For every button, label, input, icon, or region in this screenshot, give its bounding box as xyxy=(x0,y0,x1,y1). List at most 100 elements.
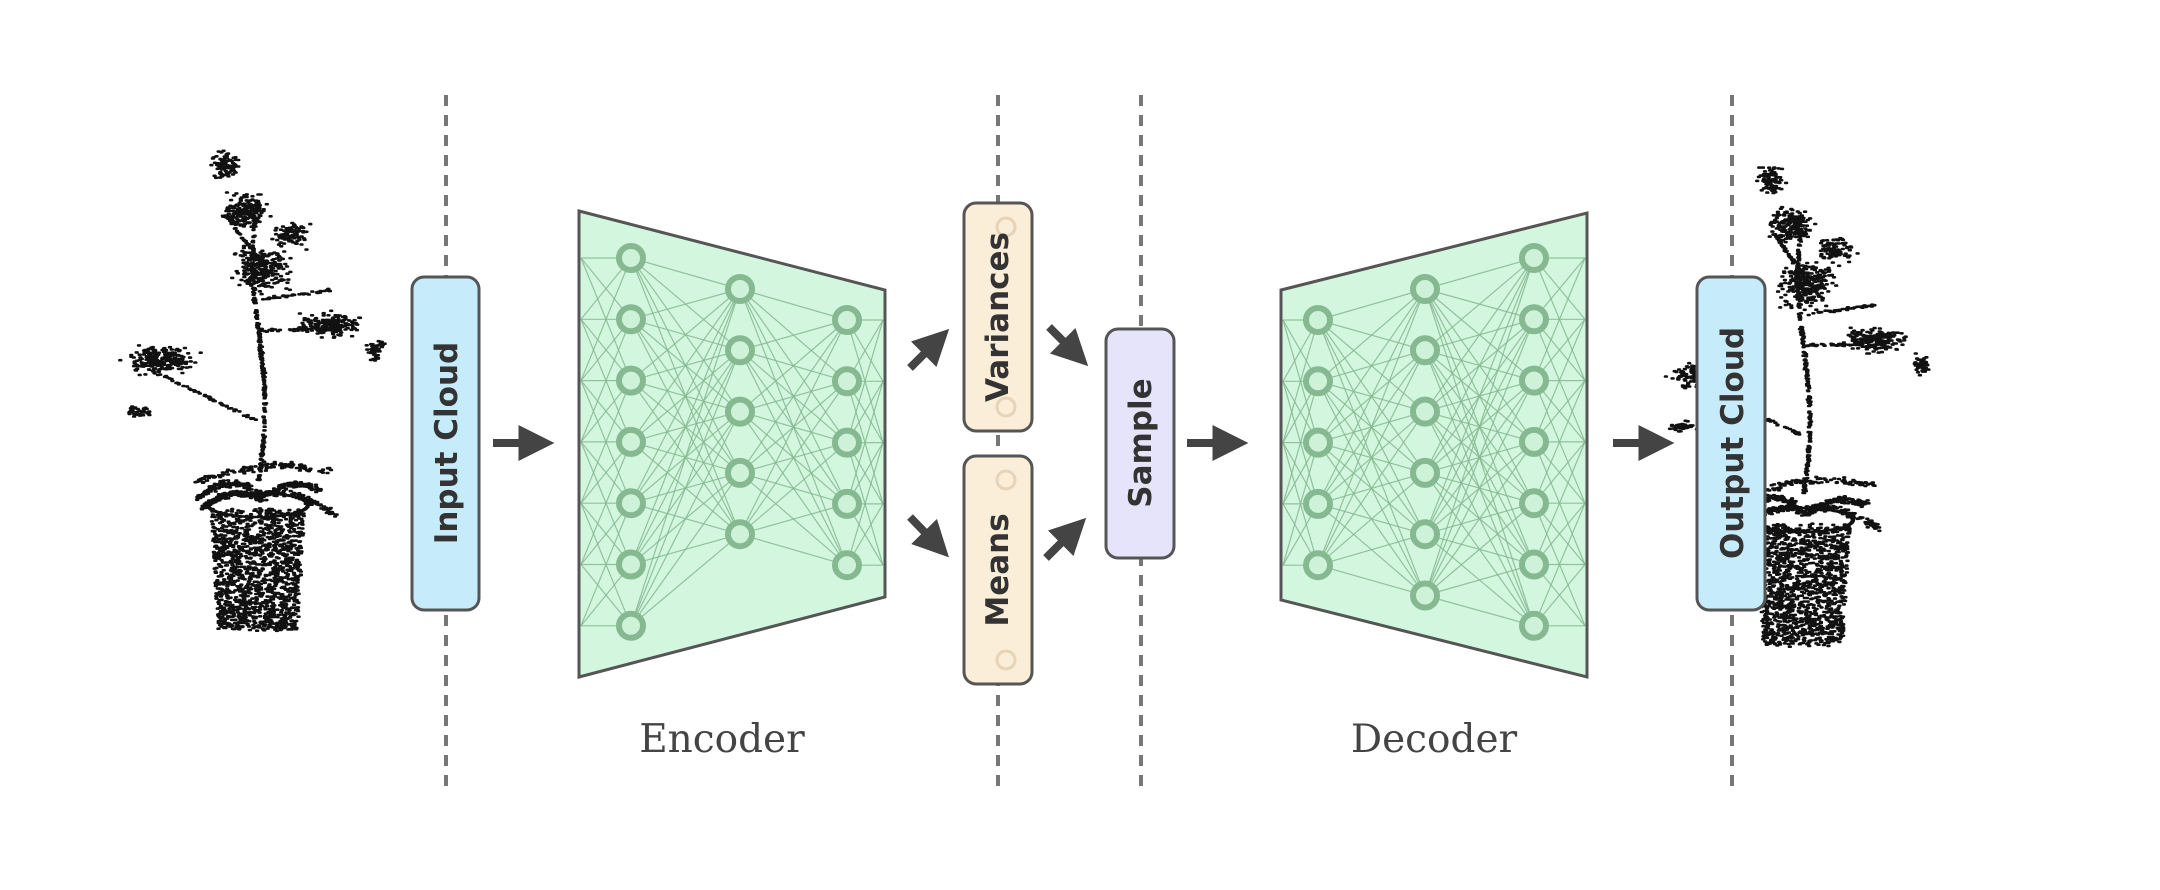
encoder-node-l1-2 xyxy=(616,304,646,335)
decoder-node-l1-1 xyxy=(1303,305,1333,335)
network-connection xyxy=(1424,257,1535,474)
encoder-node-l2-4 xyxy=(725,457,755,488)
encoder-node-l1-7 xyxy=(616,610,646,641)
network-connection xyxy=(1533,380,1586,504)
network-connection xyxy=(739,442,848,535)
network-connection xyxy=(580,380,632,504)
network-connection xyxy=(1317,564,1426,597)
encoder-node-l3-4 xyxy=(832,488,862,519)
encoder-node-l3-3 xyxy=(832,427,862,458)
encoder-node-l2-1 xyxy=(725,274,755,304)
decoder-node-l3-1 xyxy=(1519,243,1549,273)
input-cloud-label: Input Cloud xyxy=(429,342,465,544)
encoder-node-l1-5 xyxy=(616,488,646,519)
encoder-trapezoid xyxy=(577,209,887,679)
network-connection xyxy=(630,288,741,443)
network-connection xyxy=(739,503,848,535)
decoder-node-l3-3 xyxy=(1519,365,1549,396)
network-connection xyxy=(1282,442,1319,566)
network-connection xyxy=(739,319,848,535)
arrow-encoder-to-variances xyxy=(907,328,950,371)
decoder-node-l1-4 xyxy=(1303,488,1333,519)
decoder-node-l3-5 xyxy=(1519,488,1549,519)
decoder-node-l1-2 xyxy=(1303,366,1333,397)
decoder-node-l2-3 xyxy=(1410,396,1440,427)
network-connection xyxy=(1533,502,1586,627)
network-connection xyxy=(1533,257,1586,381)
encoder-node-l1-3 xyxy=(616,365,646,396)
decoder-node-l1-5 xyxy=(1303,550,1333,581)
encoder-node-l3-5 xyxy=(832,550,862,581)
decoder-network xyxy=(1279,211,1589,679)
network-connection xyxy=(630,288,741,320)
decoder-node-l2-1 xyxy=(1410,274,1440,304)
arrow-variances-to-sample xyxy=(1046,324,1089,367)
network-connection xyxy=(739,288,848,321)
network-connection xyxy=(630,288,741,504)
faint-node-icon xyxy=(995,216,1017,238)
network-connection xyxy=(739,380,848,535)
network-connection xyxy=(1424,257,1535,535)
decoder-node-l3-6 xyxy=(1519,549,1549,580)
network-connection xyxy=(846,442,884,566)
decoder-node-l1-3 xyxy=(1303,427,1333,458)
network-connection xyxy=(580,319,632,443)
network-connection xyxy=(1317,411,1426,566)
network-connection xyxy=(1533,319,1586,443)
encoder-caption: Encoder xyxy=(639,717,805,762)
decoder-node-l2-2 xyxy=(1410,335,1440,366)
encoder-node-l2-2 xyxy=(725,335,755,366)
network-connection xyxy=(739,319,848,474)
faint-node-icon xyxy=(995,396,1017,418)
network-connection xyxy=(1424,257,1535,596)
network-connection xyxy=(1317,288,1426,505)
encoder-node-l1-4 xyxy=(616,426,646,457)
network-connection xyxy=(580,502,632,627)
means-label: Means xyxy=(980,513,1016,626)
decoder-node-l2-5 xyxy=(1410,519,1440,550)
network-connection xyxy=(846,319,884,443)
network-connection xyxy=(580,441,632,565)
network-connection xyxy=(739,533,848,566)
network-connection xyxy=(739,319,848,351)
network-connection xyxy=(1424,594,1535,627)
input-cloud-box: Input Cloud xyxy=(410,275,481,612)
encoder-node-l1-1 xyxy=(616,243,646,273)
output-cloud-label: Output Cloud xyxy=(1715,327,1751,559)
network-connection xyxy=(1317,288,1426,382)
encoder-node-l3-2 xyxy=(832,366,862,397)
output-cloud-box: Output Cloud xyxy=(1695,275,1767,612)
encoder-node-l2-5 xyxy=(725,519,755,550)
network-connection xyxy=(739,319,848,413)
variances-box: Variances xyxy=(962,201,1034,433)
sample-box: Sample xyxy=(1104,327,1176,560)
network-connection xyxy=(846,381,884,505)
network-connection xyxy=(1424,441,1535,596)
network-connection xyxy=(630,472,741,627)
network-connection xyxy=(630,288,741,565)
encoder-node-l1-6 xyxy=(616,549,646,580)
network-connection xyxy=(1424,502,1535,596)
network-connection xyxy=(630,411,741,627)
network-connection xyxy=(1424,257,1535,412)
network-connection xyxy=(630,350,741,627)
decoder-node-l2-4 xyxy=(1410,457,1440,488)
network-connection xyxy=(630,533,741,627)
variances-label: Variances xyxy=(980,232,1016,402)
encoder-network xyxy=(577,209,887,679)
arrow-means-to-sample xyxy=(1043,517,1087,561)
network-connection xyxy=(1317,288,1426,321)
network-connection xyxy=(1424,257,1535,290)
network-connection xyxy=(580,257,632,381)
network-connection xyxy=(1424,380,1535,596)
network-connection xyxy=(630,288,741,382)
decoder-node-l2-6 xyxy=(1410,580,1440,611)
means-box: Means xyxy=(962,454,1034,686)
decoder-caption: Decoder xyxy=(1351,717,1518,762)
encoder-node-l3-1 xyxy=(832,305,862,335)
network-connection xyxy=(630,257,741,290)
network-connection xyxy=(1424,563,1535,597)
network-connection xyxy=(1282,381,1319,505)
network-connection xyxy=(1424,257,1535,351)
